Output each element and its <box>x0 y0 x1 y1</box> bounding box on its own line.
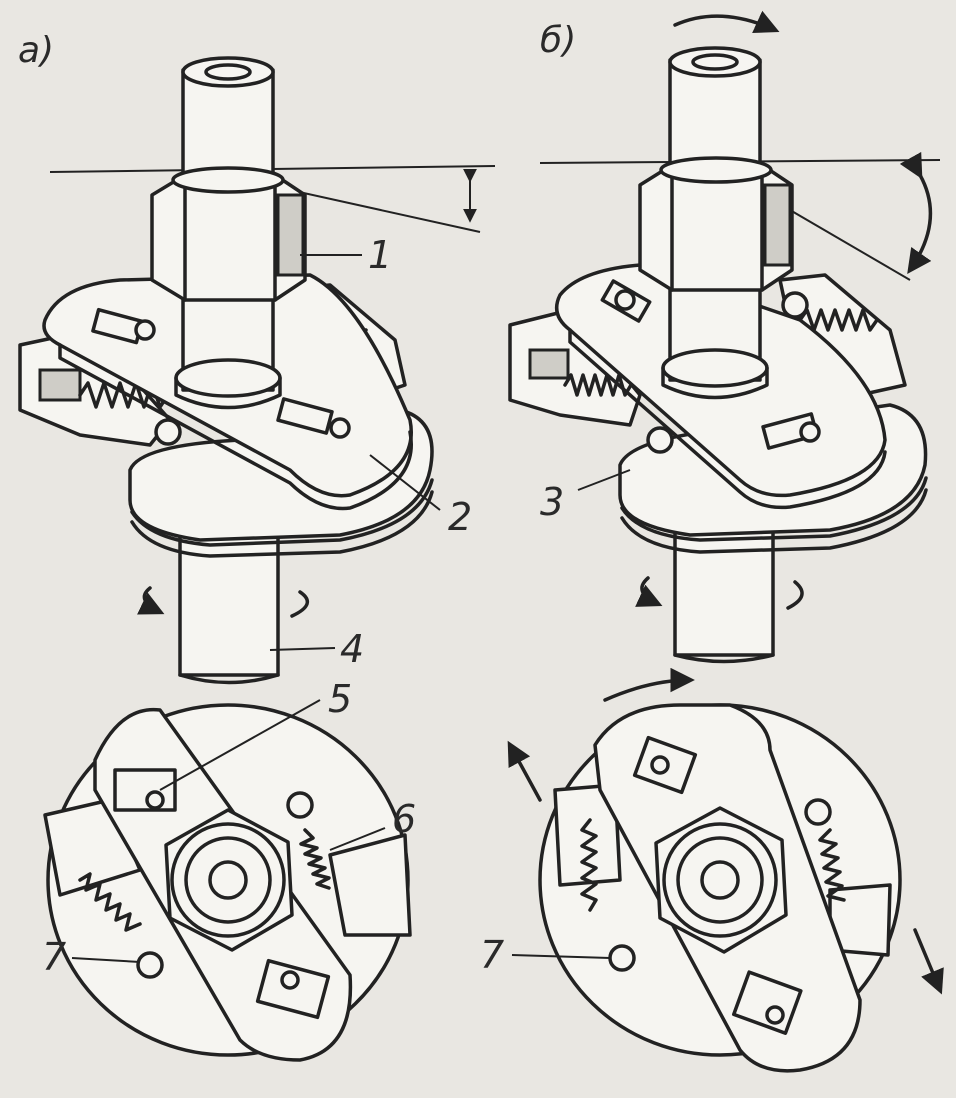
callout-2: 2 <box>448 495 472 539</box>
callout-7-a: 7 <box>42 935 66 979</box>
collar-b <box>661 348 769 388</box>
callout-4: 4 <box>340 627 364 671</box>
spring-left-b <box>563 373 633 397</box>
angle-arrow-b <box>899 151 933 275</box>
assembly-a <box>18 56 496 685</box>
rotation-arrow-top-view-b <box>603 667 695 702</box>
slot-top-upper-a <box>113 768 177 812</box>
pin-7-b <box>608 944 636 972</box>
top-view-a <box>43 703 412 1062</box>
pin-left-a <box>154 418 182 446</box>
callout-7-b: 7 <box>480 933 504 977</box>
shaft-bore-b <box>691 53 739 71</box>
panel-label-b: б) <box>540 20 576 61</box>
shaft-bore-a <box>204 63 252 81</box>
callout-5: 5 <box>328 677 352 721</box>
rotation-arrow-lower-a <box>137 586 165 615</box>
spring-top-right-b <box>818 828 846 902</box>
pin-7-a <box>136 951 164 979</box>
slot-lower-a <box>276 397 334 435</box>
spring-top-left-a <box>78 872 142 932</box>
callout-1: 1 <box>368 233 392 277</box>
shaft-top-b <box>700 860 740 900</box>
shaft-top-a <box>208 860 248 900</box>
jaw-arrow-up-b <box>507 740 542 802</box>
jaw-left-top-b <box>553 783 622 887</box>
collar-a <box>174 358 282 398</box>
callout-6: 6 <box>392 797 416 841</box>
rotation-arrow-top-b <box>673 10 780 34</box>
top-view-b <box>507 667 944 1073</box>
spring-top-right-a <box>299 828 331 890</box>
callout-3: 3 <box>540 480 564 524</box>
jaw-arrow-down-b <box>913 928 944 995</box>
spring-top-left-b <box>580 818 598 912</box>
jaw-right-top-a <box>328 833 412 937</box>
panel-label-a: а) <box>18 30 54 71</box>
lower-screw-a <box>178 533 280 677</box>
assembly-b <box>508 10 941 664</box>
spring-right-b <box>798 308 879 332</box>
